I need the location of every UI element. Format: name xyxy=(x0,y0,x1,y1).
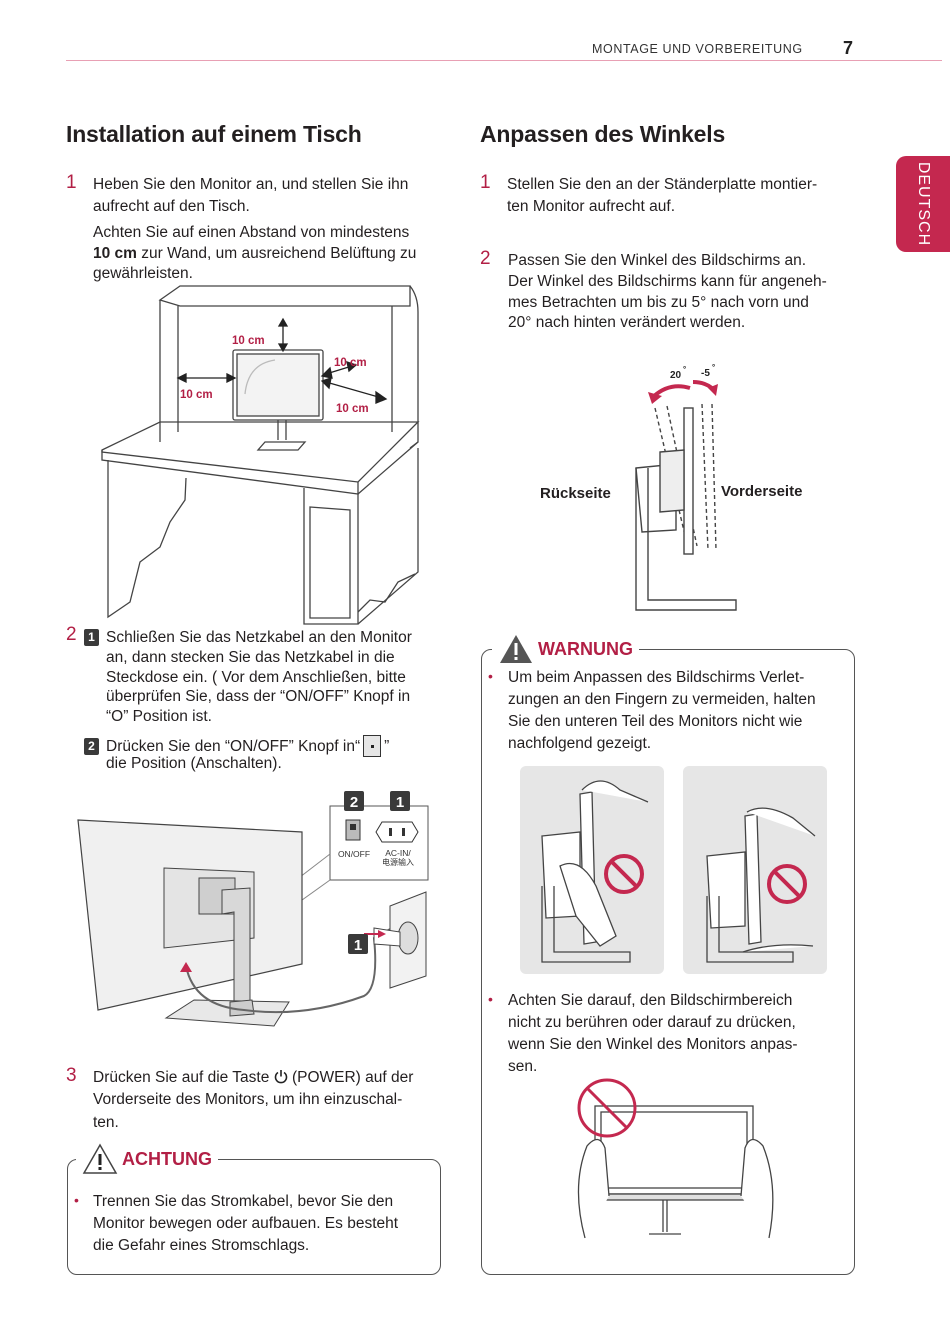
step3-line1-a: Drücken Sie auf die Taste xyxy=(93,1069,274,1086)
desk-illustration: 10 cm 10 cm 10 cm 10 cm xyxy=(101,285,420,625)
left-step3-number: 3 xyxy=(66,1065,77,1086)
front-side-label: Vorderseite xyxy=(721,483,802,500)
right-step2-line2: Der Winkel des Bildschirms kann für ange… xyxy=(508,273,827,290)
tilt-front-angle: -5 xyxy=(701,368,710,379)
warning-b1-line3: Sie den unteren Teil des Monitors nicht … xyxy=(508,713,803,730)
warning-b2-line4: sen. xyxy=(508,1058,538,1075)
caution-line1: Trennen Sie das Stromkabel, bevor Sie de… xyxy=(93,1193,394,1210)
screen-touch-illustration xyxy=(577,1078,774,1239)
wrong-grip-illustration-1 xyxy=(520,766,664,974)
callout-badge-1: 1 xyxy=(396,794,404,811)
substep2-line1: Drücken Sie den “ON/OFF” Knopf in“ ” xyxy=(106,735,389,757)
substep2-line1-b: ” xyxy=(384,738,390,755)
right-step2-line4: 20° nach hinten verändert werden. xyxy=(508,314,746,331)
substep1-line4: überprüfen Sie, dass der “ON/OFF” Knopf … xyxy=(106,688,411,705)
right-step1-line1: Stellen Sie den an der Ständerplatte mon… xyxy=(507,176,818,193)
caution-bullet: • xyxy=(74,1192,79,1208)
left-step1-number: 1 xyxy=(66,172,77,193)
caution-line2: Monitor bewegen oder aufbauen. Es besteh… xyxy=(93,1215,399,1232)
caution-box xyxy=(67,1159,441,1275)
left-step2-number: 2 xyxy=(66,624,77,645)
page-number: 7 xyxy=(843,38,854,58)
warning-title: WARNUNG xyxy=(492,632,639,666)
header-rule xyxy=(66,60,942,61)
right-step1-number: 1 xyxy=(480,172,491,193)
power-switch-on-icon xyxy=(363,735,382,757)
substep1-line1: Schließen Sie das Netzkabel an den Monit… xyxy=(106,629,412,646)
warning-triangle-icon xyxy=(500,635,532,663)
substep1-line3: Steckdose ein. ( Vor dem Anschließen, bi… xyxy=(106,669,406,686)
left-section-heading: Installation auf einem Tisch xyxy=(66,121,362,147)
step3-line1-b: (POWER) auf der xyxy=(287,1069,414,1086)
wrong-grip-illustration-2 xyxy=(683,766,827,974)
clearance-label-left: 10 cm xyxy=(180,389,213,401)
warning-b1-line2: zungen an den Fingern zu vermeiden, halt… xyxy=(508,691,816,708)
caution-title-text: ACHTUNG xyxy=(122,1148,212,1169)
warning-title-text: WARNUNG xyxy=(538,638,633,659)
power-icon xyxy=(274,1070,287,1084)
left-step1-line2: aufrecht auf den Tisch. xyxy=(93,198,250,215)
back-side-label: Rückseite xyxy=(540,485,611,502)
warning-b2-line2: nicht zu berühren oder darauf zu drücken… xyxy=(508,1014,796,1031)
tilt-back-degree: ° xyxy=(683,365,686,374)
language-tab: DEUTSCH xyxy=(896,156,950,252)
tilt-back-angle: 20 xyxy=(670,370,682,381)
left-step3-line1: Drücken Sie auf die Taste (POWER) auf de… xyxy=(93,1067,413,1088)
warning-box xyxy=(481,649,855,1275)
clearance-label-right-upper: 10 cm xyxy=(334,357,367,369)
distance-rest: zur Wand, um ausreichend Belüftung zu xyxy=(136,245,417,262)
substep1-badge: 1 xyxy=(84,629,99,646)
clearance-label-right-lower: 10 cm xyxy=(336,403,369,415)
warning-b1-line1: Um beim Anpassen des Bildschirms Verlet- xyxy=(508,669,805,686)
warning-bullet-2: • xyxy=(488,991,493,1007)
power-connection-illustration: 2 1 ON/OFF AC-IN/ 电源输入 1 xyxy=(77,791,429,1027)
warning-b1-line4: nachfolgend gezeigt. xyxy=(508,735,652,752)
language-tab-label: DEUTSCH xyxy=(915,161,932,247)
acin-label: AC-IN/ xyxy=(385,848,411,858)
acin-label-cn: 电源输入 xyxy=(382,857,414,867)
clearance-label-top: 10 cm xyxy=(232,335,265,347)
right-section-heading: Anpassen des Winkels xyxy=(480,121,726,147)
left-step3-line3: ten. xyxy=(93,1114,119,1131)
caution-triangle-icon xyxy=(82,1143,118,1174)
substep2-line1-a: Drücken Sie den “ON/OFF” Knopf in“ xyxy=(106,738,361,755)
right-step2-line3: mes Betrachten um bis zu 5° nach vorn un… xyxy=(508,294,809,311)
right-step2-number: 2 xyxy=(480,248,491,269)
distance-bold: 10 cm xyxy=(93,245,137,262)
left-step1-line1: Heben Sie den Monitor an, und stellen Si… xyxy=(93,176,409,193)
substep1-line5: “O” Position ist. xyxy=(106,708,212,725)
section-title: MONTAGE UND VORBEREITUNG xyxy=(592,42,803,56)
substep2-badge: 2 xyxy=(84,738,99,755)
left-step1-note-line1: Achten Sie auf einen Abstand von mindest… xyxy=(93,224,410,241)
left-step1-note-line3: gewährleisten. xyxy=(93,265,193,282)
right-step2-line1: Passen Sie den Winkel des Bildschirms an… xyxy=(508,252,807,269)
right-step1-line2: ten Monitor aufrecht auf. xyxy=(507,198,676,215)
tilt-illustration: 20 ° -5 ° Rückseite Vorderseite xyxy=(540,363,802,611)
caution-line3: die Gefahr eines Stromschlags. xyxy=(93,1237,310,1254)
tilt-front-degree: ° xyxy=(712,363,715,372)
warning-b2-line1: Achten Sie darauf, den Bildschirmbereich xyxy=(508,992,793,1009)
substep1-line2: an, dann stecken Sie das Netzkabel in di… xyxy=(106,649,395,666)
left-step1-note-line2: 10 cm zur Wand, um ausreichend Belüftung… xyxy=(93,243,416,264)
plug-badge-1: 1 xyxy=(354,937,362,954)
caution-title: ACHTUNG xyxy=(76,1142,218,1176)
onoff-label: ON/OFF xyxy=(338,849,370,859)
callout-badge-2: 2 xyxy=(350,794,358,811)
warning-bullet-1: • xyxy=(488,668,493,684)
left-step3-line2: Vorderseite des Monitors, um ihn einzusc… xyxy=(93,1091,403,1108)
warning-b2-line3: wenn Sie den Winkel des Monitors anpas- xyxy=(508,1036,798,1053)
substep2-line2: die Position (Anschalten). xyxy=(106,755,282,772)
